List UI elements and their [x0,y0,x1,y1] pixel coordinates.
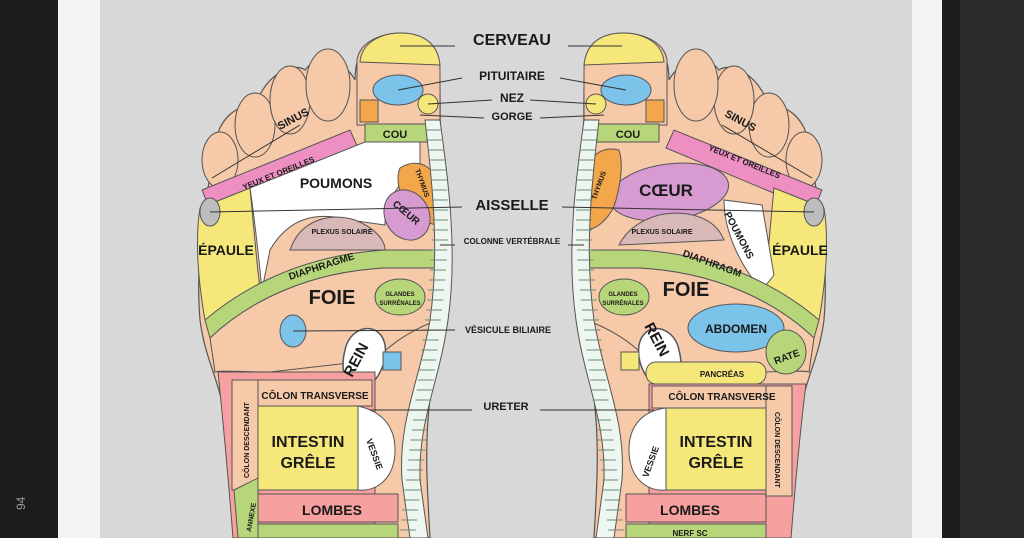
right-adrenal-zone [598,278,650,316]
right-label-heart: CŒUR [639,181,693,200]
right-small-intestine [665,407,767,491]
left-label-transverse-colon: CÔLON TRANSVERSE [261,389,369,402]
left-lumbar-band [257,493,399,523]
label-nose: NEZ [500,91,524,105]
right-label-lumbar: LOMBES [660,502,720,518]
label-brain: CERVEAU [473,32,551,49]
left-ureter-blue [382,351,402,371]
left-bladder-zone [357,405,396,491]
right-spleen-zone [765,329,807,375]
right-label-pancreas: PANCRÉAS [700,370,745,379]
left-appendix-zone [233,477,259,538]
left-small-intestine [257,405,359,491]
left-label-adrenal-2: SURRÉNALES [379,299,420,307]
left-label-lumbar: LOMBES [302,502,362,518]
pointer-lines [209,45,815,411]
left-label-solar-plexus: PLEXUS SOLAIRE [311,229,372,236]
right-label-adrenal-1: GLANDES [608,292,637,298]
right-label-intestine-2: GRÊLE [688,453,743,472]
right-border [960,0,1024,538]
right-solar-plexus-zone [618,212,725,246]
right-abdomen-zone [687,303,785,353]
right-spine [571,119,623,538]
right-toe-4 [748,92,790,158]
right-pancreas-ureter [620,351,640,371]
left-solar-plexus-zone [289,216,386,251]
left-label-shoulder: ÉPAULE [198,242,254,258]
right-descending-colon [765,385,793,497]
right-label-adrenal-2: SURRÉNALES [602,299,643,307]
right-label-liver: FOIE [663,279,710,301]
left-label-intestine-1: INTESTIN [272,434,345,451]
right-throat-orange [645,99,665,123]
label-ureter: URETER [483,401,528,413]
left-label-intestine-2: GRÊLE [280,453,335,472]
label-throat: GORGE [492,111,533,123]
left-heart-zone [383,189,431,241]
right-label-neck: COU [616,129,641,141]
label-gallbladder: VÉSICULE BILIAIRE [465,325,551,335]
right-brain-zone [583,32,665,66]
left-adrenal-zone [374,278,426,316]
right-label-abdomen: ABDOMEN [705,322,767,336]
left-label-adrenal-1: GLANDES [385,292,414,298]
left-descending-colon [231,379,259,491]
right-label-solar-plexus: PLEXUS SOLAIRE [631,229,692,236]
label-spine: COLONNE VERTÉBRALE [464,237,561,246]
spine-rungs [399,129,625,531]
right-label-descending-colon: CÔLON DESCENDANT [773,412,782,489]
right-bladder-zone [628,407,667,491]
right-toe-2 [673,48,719,122]
right-label-transverse-colon: CÔLON TRANSVERSE [668,390,776,403]
label-pituitary: PITUITAIRE [479,69,545,83]
label-armpit: AISSELLE [475,197,548,214]
left-label-lungs: POUMONS [300,175,372,191]
left-throat-orange [359,99,379,123]
left-toe-4 [234,92,276,158]
right-label-intestine-1: INTESTIN [680,434,753,451]
left-label-liver: FOIE [309,287,356,309]
left-label-descending-colon: CÔLON DESCENDANT [242,401,251,478]
right-lumbar-band [625,493,767,523]
left-foot [197,32,453,538]
left-label-neck: COU [383,129,408,141]
left-toe-2 [305,48,351,122]
left-brain-zone [359,32,441,66]
right-label-shoulder: ÉPAULE [772,242,828,258]
left-spine [401,119,453,538]
right-label-sciatic: NERF SC [672,529,707,538]
left-bottom-green [257,523,399,538]
right-bottom-green [625,523,767,538]
left-transverse-colon [257,379,373,407]
center-labels: CERVEAU PITUITAIRE NEZ GORGE AISSELLE CO… [464,32,561,413]
